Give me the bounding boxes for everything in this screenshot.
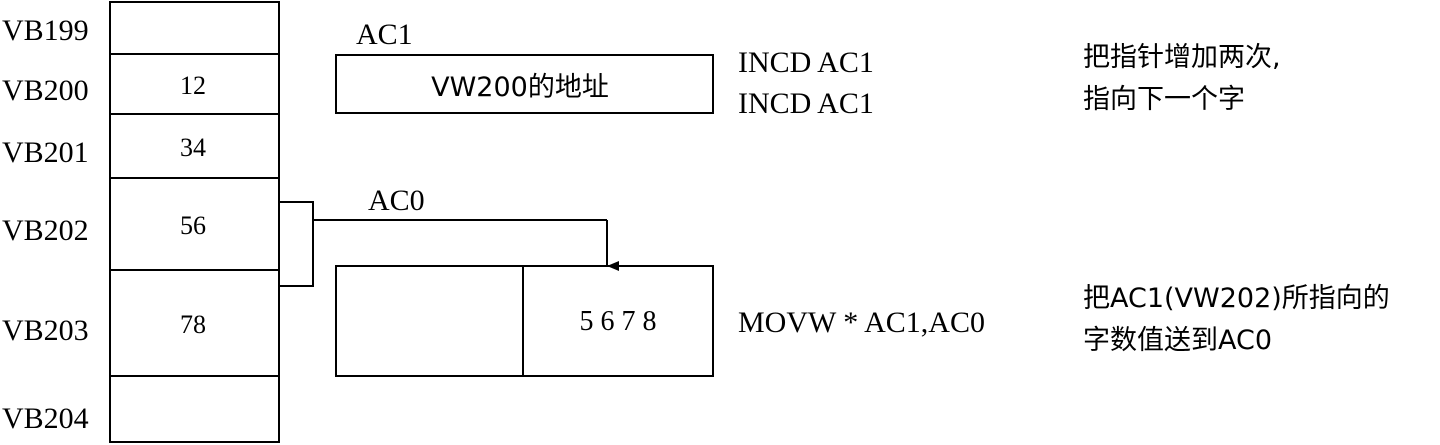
- ac1-register: AC1 VW200的地址: [335, 18, 714, 114]
- ac1-box: [335, 54, 714, 114]
- ac0-label: AC0: [368, 184, 425, 217]
- memory-address-label: VB200: [2, 74, 89, 107]
- memory-table: VB199 VB200 VB201 VB202 VB203 VB204 12 3…: [2, 1, 280, 443]
- ac1-note-line2: 指向下一个字: [1083, 84, 1245, 115]
- ac0-note-line2: 字数值送到AC0: [1083, 325, 1272, 356]
- ac1-instruction-1: INCD AC1: [738, 46, 874, 79]
- memory-address-label: VB201: [2, 136, 89, 169]
- ac0-note-line1: 把AC1(VW202)所指向的: [1083, 283, 1390, 314]
- memory-cell-value: 56: [180, 211, 206, 240]
- memory-address-label: VB204: [2, 402, 89, 435]
- ac0-register: AC0 5 6 7 8: [335, 184, 714, 377]
- memory-cell-value: 78: [180, 310, 206, 339]
- ac1-content: VW200的地址: [431, 72, 609, 103]
- memory-cell-value: 12: [180, 71, 206, 100]
- memory-cell-value: 34: [180, 133, 206, 162]
- memory-table-border: [109, 1, 280, 443]
- ac1-label: AC1: [356, 18, 413, 51]
- ac0-low-word-value: 5 6 7 8: [580, 306, 657, 337]
- word-bracket: [279, 201, 314, 287]
- memory-address-label: VB203: [2, 314, 89, 347]
- ac1-note-line1: 把指针增加两次,: [1083, 42, 1281, 73]
- memory-address-label: VB202: [2, 214, 89, 247]
- memory-address-label: VB199: [2, 14, 89, 47]
- ac1-instruction-2: INCD AC1: [738, 87, 874, 120]
- ac0-box: [335, 265, 714, 377]
- ac0-instruction: MOVW * AC1,AC0: [738, 306, 985, 339]
